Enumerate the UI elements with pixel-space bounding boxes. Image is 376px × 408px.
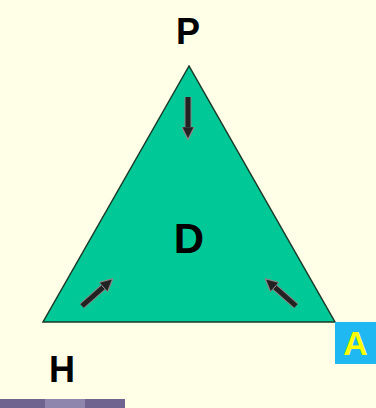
triangle-shape: D (42, 65, 336, 323)
triangle-fill (43, 66, 335, 322)
photo-fragment (0, 399, 125, 408)
vertex-label: H (49, 352, 75, 388)
center-letter: D (174, 218, 204, 260)
photo-fragment (45, 399, 85, 408)
label-box: A (335, 322, 376, 364)
triangle-outline (42, 65, 336, 323)
box-letter: A (343, 326, 368, 360)
vertex-label: P (176, 14, 200, 50)
